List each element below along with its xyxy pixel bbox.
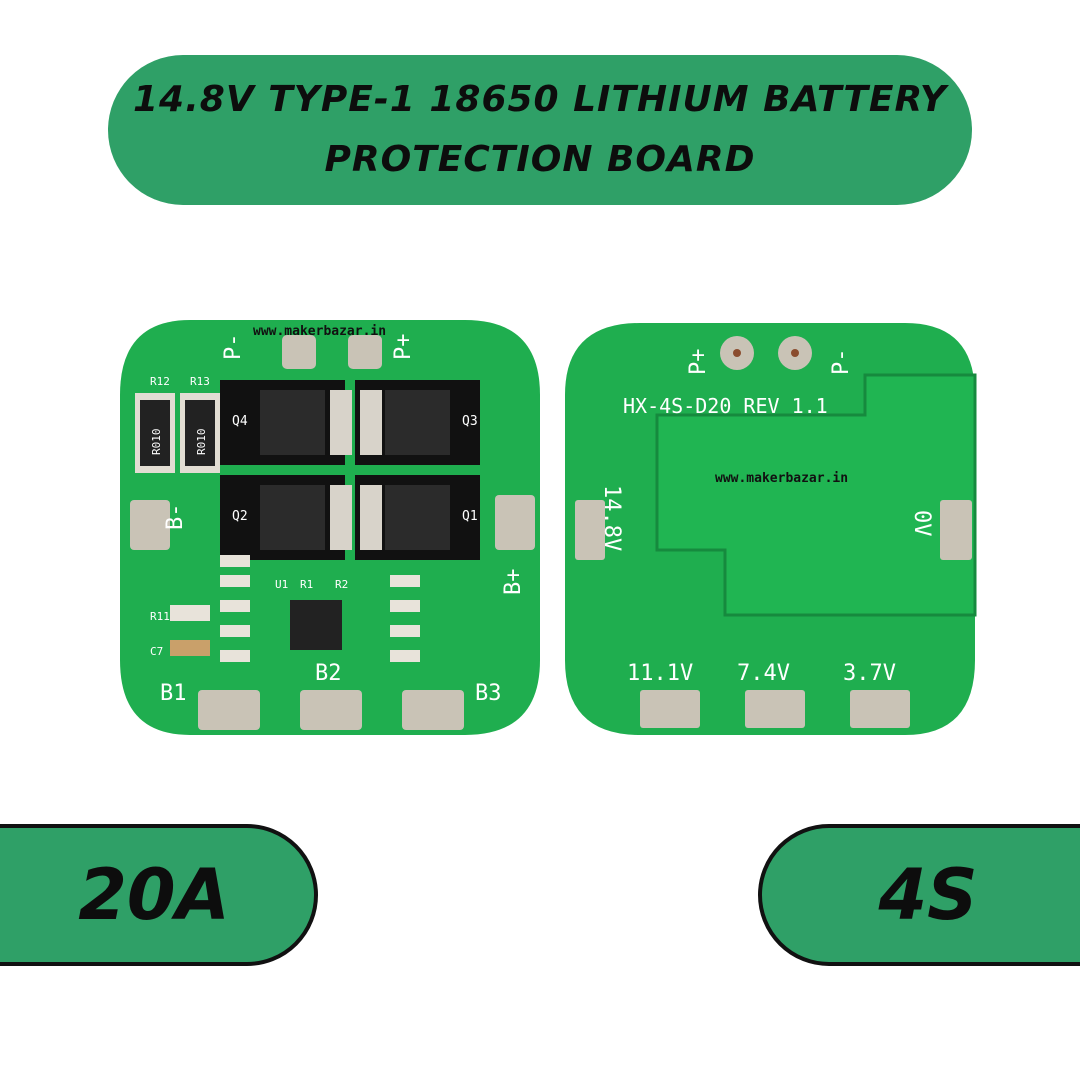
back-p-plus-label: P+ <box>686 349 711 376</box>
front-b-minus-label: B- <box>163 504 188 531</box>
label-r12: R12 <box>150 375 170 388</box>
product-image: P- P+ www.makerbazar.in R010 R010 R12 R1… <box>120 320 977 735</box>
front-b3-label: B3 <box>475 681 502 706</box>
back-board: P+ P- HX-4S-D20 REV 1.1 www.makerbazar.i… <box>565 323 977 735</box>
back-148v-label: 14.8V <box>599 485 624 551</box>
title-banner: 14.8V Type-1 18650 Lithium Battery Prote… <box>108 55 972 205</box>
front-b1-label: B1 <box>160 681 187 706</box>
front-p-plus-label: P+ <box>391 334 416 361</box>
label-q2: Q2 <box>232 509 248 524</box>
back-111v-label: 11.1V <box>627 661 693 686</box>
front-b2-label: B2 <box>315 661 342 686</box>
title-line-1: 14.8V Type-1 18650 Lithium Battery <box>133 79 947 120</box>
cell-count-text: 4S <box>878 854 978 936</box>
current-rating-badge: 20A <box>0 824 318 966</box>
label-r2: R2 <box>335 578 348 591</box>
back-37v-label: 3.7V <box>843 661 896 686</box>
resistor-label-1: R010 <box>150 429 163 456</box>
resistor-label-2: R010 <box>195 429 208 456</box>
back-0v-label: 0V <box>909 510 934 537</box>
label-q4: Q4 <box>232 414 248 429</box>
back-p-minus-label: P- <box>829 349 854 376</box>
label-c7: C7 <box>150 645 163 658</box>
back-board-id: HX-4S-D20 REV 1.1 <box>623 394 828 418</box>
label-q3: Q3 <box>462 414 478 429</box>
front-b-plus-label: B+ <box>501 569 526 596</box>
cell-count-badge: 4S <box>758 824 1080 966</box>
title-line-2: Protection Board <box>324 139 756 180</box>
label-u1: U1 <box>275 578 288 591</box>
front-board: P- P+ www.makerbazar.in R010 R010 R12 R1… <box>120 320 540 735</box>
label-r1: R1 <box>300 578 313 591</box>
back-website: www.makerbazar.in <box>715 471 848 486</box>
current-rating-text: 20A <box>78 854 230 936</box>
front-p-minus-label: P- <box>221 334 246 361</box>
front-website: www.makerbazar.in <box>253 324 386 339</box>
back-74v-label: 7.4V <box>737 661 790 686</box>
label-r13: R13 <box>190 375 210 388</box>
label-r11: R11 <box>150 610 170 623</box>
label-q1: Q1 <box>462 509 478 524</box>
